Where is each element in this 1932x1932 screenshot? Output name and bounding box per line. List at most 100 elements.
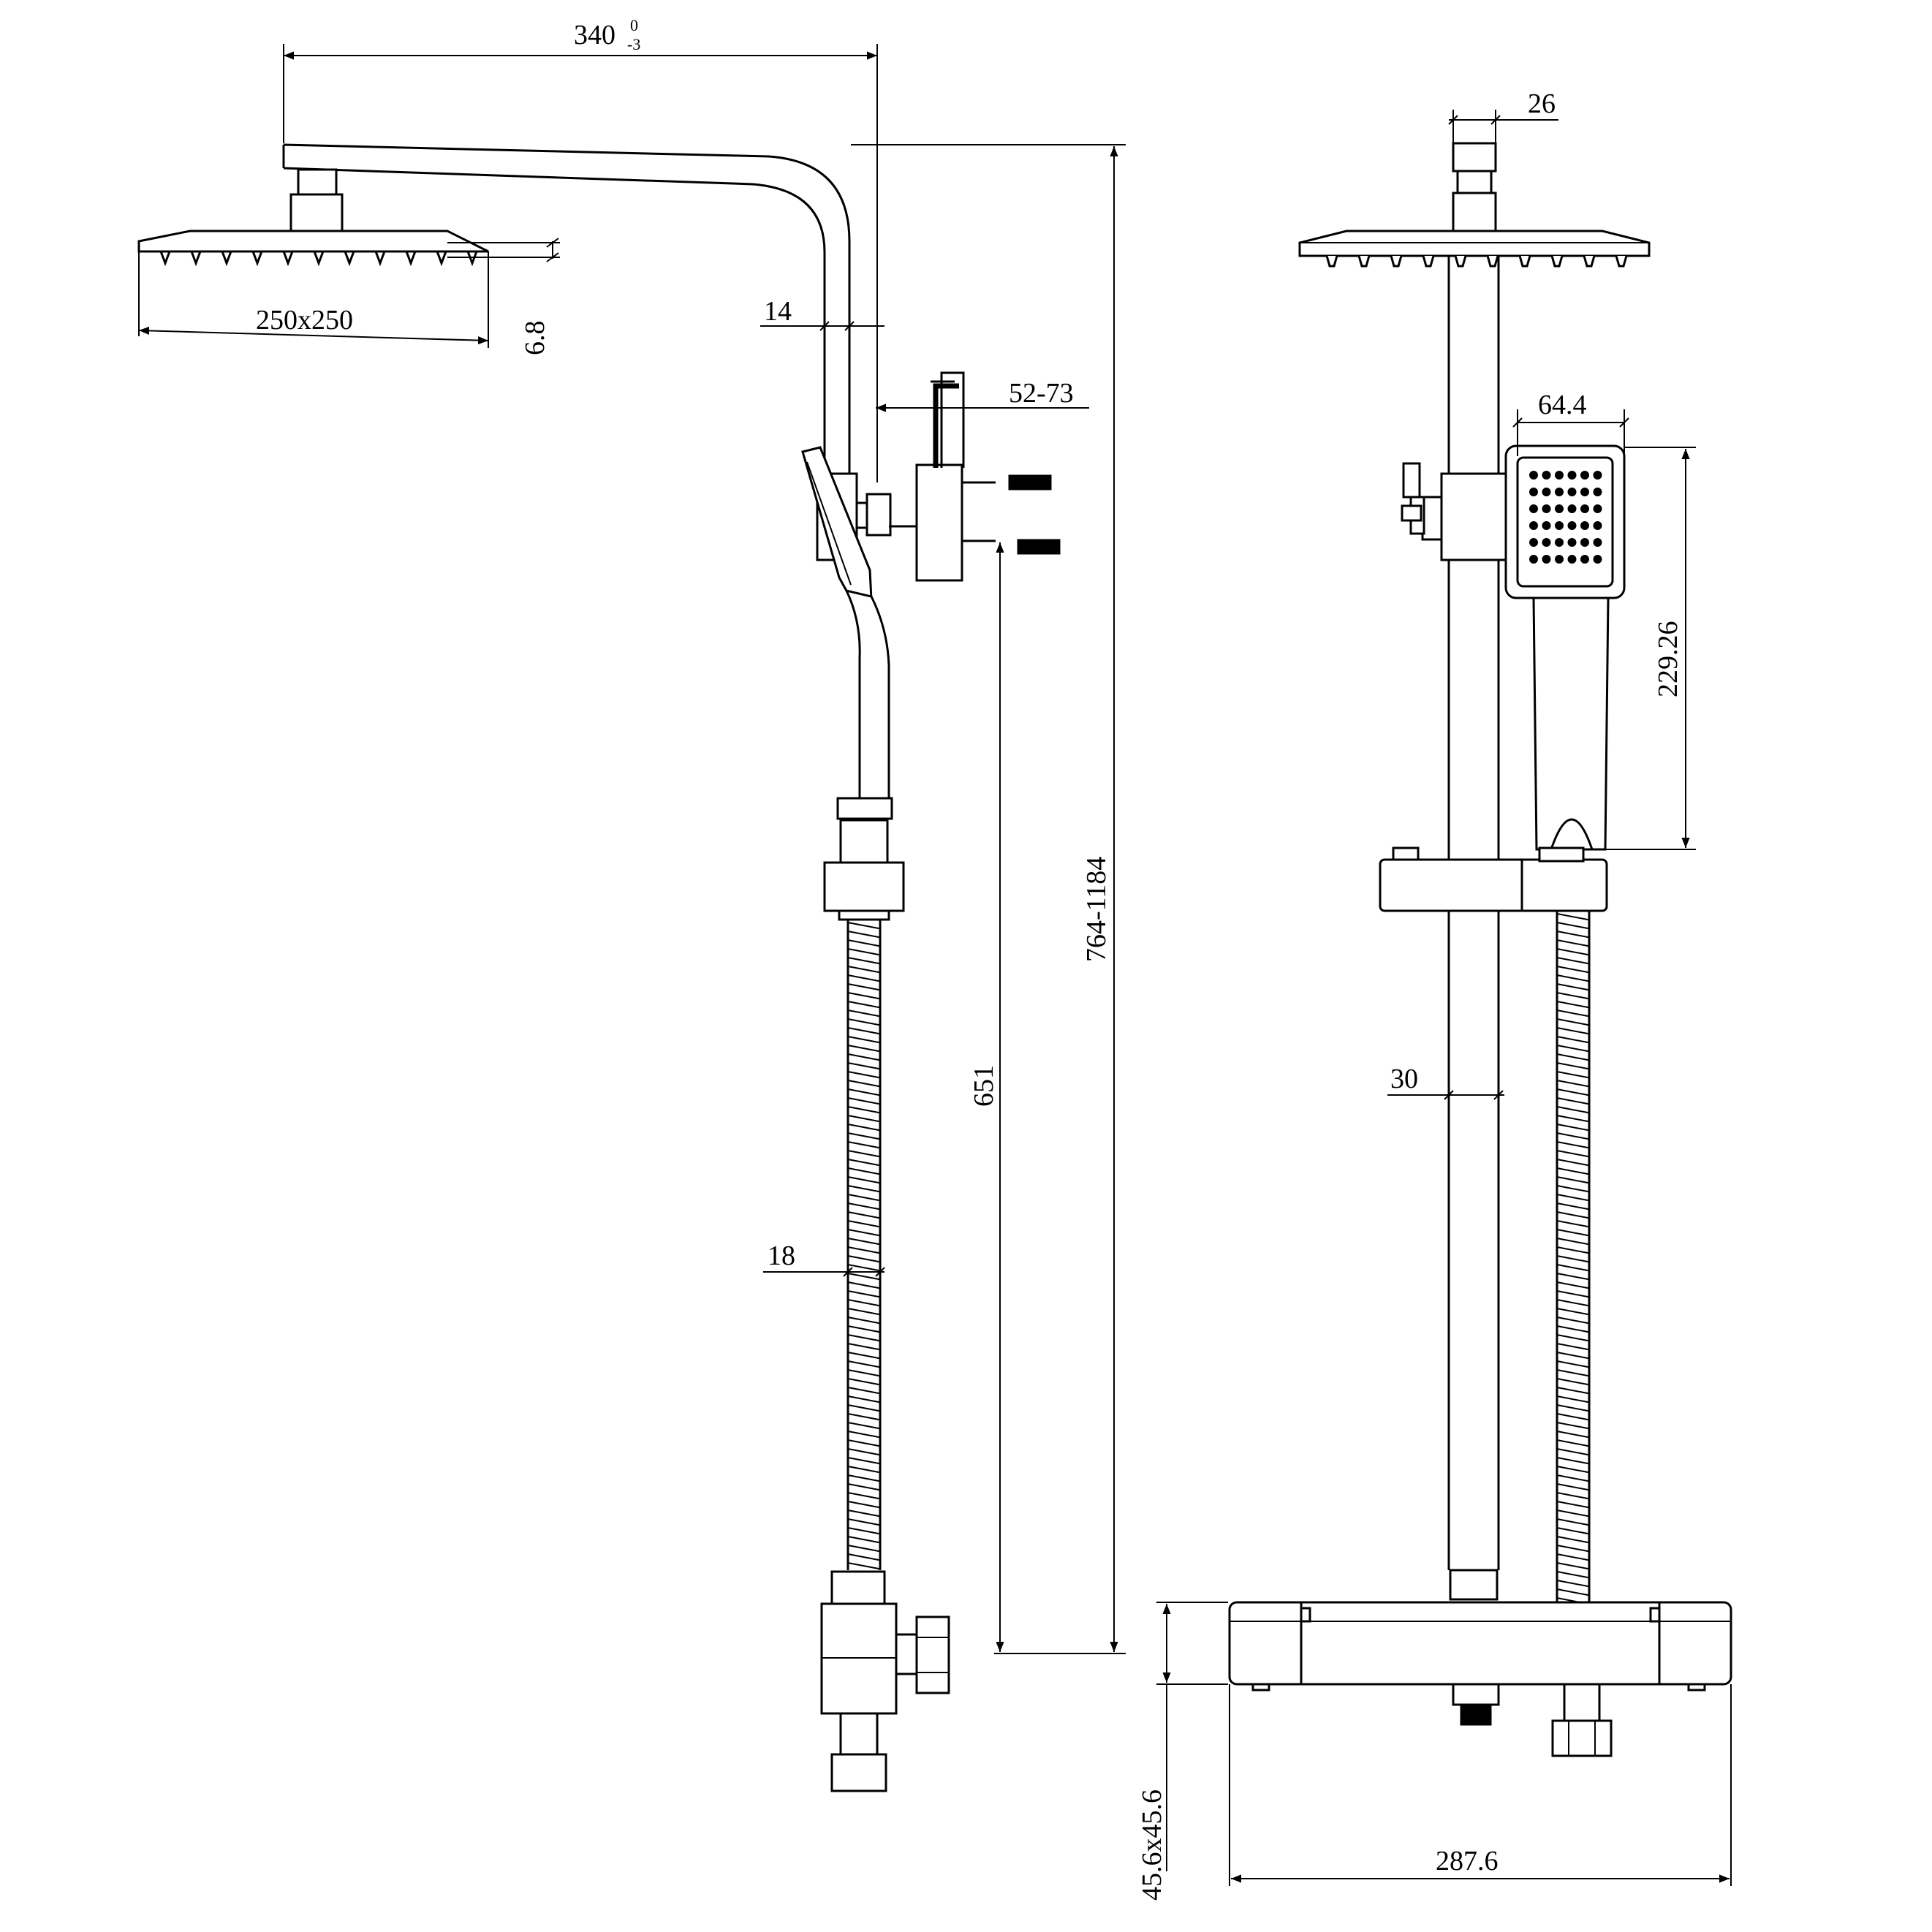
dimension-lines bbox=[138, 44, 1732, 1886]
hand-shower-front bbox=[1504, 444, 1626, 851]
diverter-valve-side bbox=[820, 1570, 950, 1792]
spray-hole bbox=[1555, 471, 1564, 480]
spray-hole bbox=[1567, 488, 1577, 496]
spray-hole bbox=[1555, 488, 1564, 496]
nozzle bbox=[190, 251, 202, 267]
shower-head-side bbox=[137, 230, 489, 267]
spray-hole bbox=[1555, 521, 1564, 530]
spray-hole bbox=[1529, 471, 1538, 480]
hose-coil bbox=[847, 922, 881, 1570]
spray-hole bbox=[1567, 504, 1577, 513]
spray-hole bbox=[1529, 538, 1538, 547]
dim-arm-tol-upper: 0 bbox=[630, 16, 638, 34]
head-connector bbox=[289, 168, 344, 237]
nozzle bbox=[405, 251, 417, 267]
spray-hole bbox=[1567, 521, 1577, 530]
nozzle bbox=[1518, 255, 1531, 268]
front-view bbox=[1228, 142, 1732, 1757]
rail-bottom-nut bbox=[1449, 1569, 1499, 1601]
nozzle bbox=[1390, 255, 1403, 268]
spray-hole bbox=[1542, 538, 1551, 547]
spray-hole bbox=[1593, 538, 1602, 547]
spray-hole bbox=[1593, 521, 1602, 530]
nozzle bbox=[1486, 255, 1499, 268]
nozzle bbox=[1357, 255, 1371, 268]
nozzle bbox=[1325, 255, 1338, 268]
spray-hole bbox=[1567, 471, 1577, 480]
thermostatic-valve-body bbox=[1228, 1601, 1732, 1692]
dim-handset-length: 229.26 bbox=[1653, 621, 1683, 698]
allen-key bbox=[933, 383, 959, 468]
spray-hole bbox=[1542, 555, 1551, 564]
nozzle bbox=[159, 251, 171, 267]
spray-hole bbox=[1542, 504, 1551, 513]
spray-hole bbox=[1529, 488, 1538, 496]
overhead-arm bbox=[282, 143, 851, 474]
nozzle bbox=[466, 251, 478, 267]
spray-hole bbox=[1580, 538, 1589, 547]
nozzle bbox=[313, 251, 325, 267]
dim-rail-diameter: 30 bbox=[1390, 1064, 1418, 1094]
nozzle bbox=[1615, 255, 1628, 268]
spray-hole bbox=[1542, 471, 1551, 480]
dim-valve-length: 287.6 bbox=[1436, 1846, 1499, 1876]
dim-arm-length: 340 bbox=[574, 20, 615, 50]
hose-coil bbox=[1556, 913, 1590, 1605]
spray-hole bbox=[1542, 521, 1551, 530]
dim-head-size: 250x250 bbox=[256, 305, 353, 336]
slider-front-upper bbox=[1401, 462, 1507, 561]
nozzle bbox=[374, 251, 386, 267]
riser-rail bbox=[1447, 256, 1500, 1570]
slider-block-lower bbox=[823, 797, 905, 921]
spray-hole bbox=[1567, 555, 1577, 564]
nozzle bbox=[436, 251, 447, 267]
spray-hole bbox=[1593, 504, 1602, 513]
dim-head-thickness: 6.8 bbox=[520, 321, 550, 356]
dim-arm-diameter: 14 bbox=[764, 296, 792, 327]
spray-hole bbox=[1529, 504, 1538, 513]
nozzle bbox=[1454, 255, 1467, 268]
spray-hole bbox=[1542, 488, 1551, 496]
nozzle bbox=[251, 251, 263, 267]
nozzle bbox=[1583, 255, 1596, 268]
valve-outlet bbox=[1452, 1683, 1500, 1726]
dimension-labels: 340 0 -3 250x250 6.8 14 52-73 764-1184 6… bbox=[256, 16, 1683, 1901]
wall-plug-lower bbox=[1017, 539, 1061, 555]
dim-mount-height: 651 bbox=[969, 1065, 999, 1107]
spray-hole bbox=[1580, 555, 1589, 564]
top-connector bbox=[1452, 142, 1497, 234]
side-view bbox=[137, 143, 1061, 1792]
spray-hole bbox=[1593, 471, 1602, 480]
dim-connector-width: 26 bbox=[1528, 88, 1556, 119]
nozzle bbox=[344, 251, 355, 267]
dim-overall-height: 764-1184 bbox=[1081, 857, 1112, 962]
spray-hole bbox=[1567, 538, 1577, 547]
dim-handset-width: 64.4 bbox=[1538, 390, 1587, 420]
dim-arm-tol-lower: -3 bbox=[627, 35, 640, 53]
spray-hole bbox=[1580, 504, 1589, 513]
spray-hole bbox=[1593, 555, 1602, 564]
hand-shower-side bbox=[801, 446, 890, 800]
spray-hole bbox=[1529, 521, 1538, 530]
dim-bracket-adjust: 52-73 bbox=[1009, 378, 1074, 409]
spray-hole bbox=[1580, 488, 1589, 496]
nozzle bbox=[221, 251, 232, 267]
dim-valve-section: 45.6x45.6 bbox=[1137, 1789, 1167, 1901]
spray-hole bbox=[1555, 504, 1564, 513]
nozzle bbox=[1422, 255, 1435, 268]
wall-inlet-fitting bbox=[1551, 1683, 1613, 1757]
spray-hole bbox=[1580, 471, 1589, 480]
hose-side bbox=[846, 920, 882, 1570]
spray-hole bbox=[1580, 521, 1589, 530]
spray-hole bbox=[1555, 555, 1564, 564]
nozzle bbox=[1550, 255, 1564, 268]
wall-plug-upper bbox=[1008, 474, 1052, 490]
nozzle bbox=[282, 251, 294, 267]
shower-head-front bbox=[1298, 230, 1651, 268]
spray-hole bbox=[1593, 488, 1602, 496]
spray-hole bbox=[1555, 538, 1564, 547]
slider-front-lower bbox=[1379, 846, 1608, 912]
hose-front bbox=[1556, 911, 1591, 1608]
spray-hole bbox=[1529, 555, 1538, 564]
